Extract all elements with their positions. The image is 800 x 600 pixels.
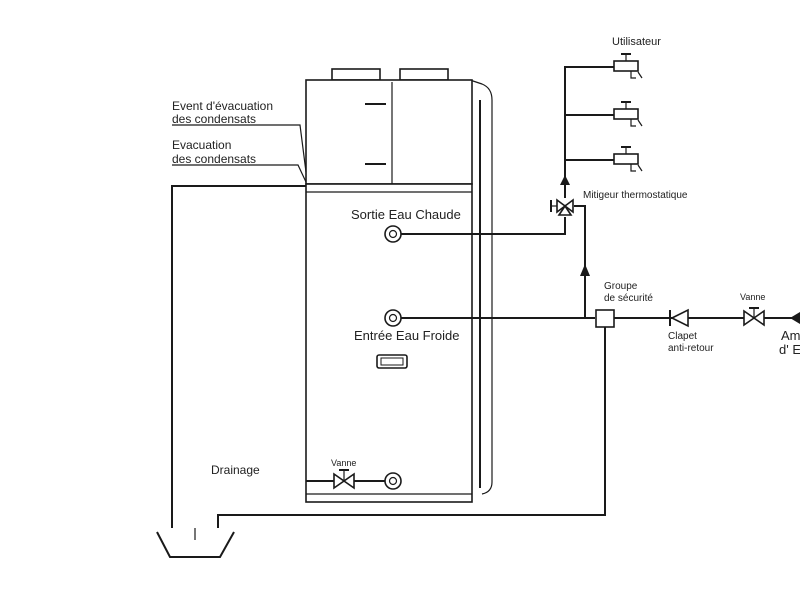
label-check-line1: Clapet: [668, 331, 697, 342]
label-inlet-valve: Vanne: [740, 292, 765, 302]
label-supply-line2: d' E: [779, 342, 800, 357]
label-supply-line1: Am: [781, 328, 800, 343]
label-event-line2: des condensats: [172, 112, 256, 126]
label-check-line2: anti-retour: [668, 343, 714, 354]
supply-arrow: [790, 312, 800, 324]
label-event-line1: Event d'évacuation: [172, 99, 273, 113]
tap-3: [613, 146, 643, 172]
label-cold-in: Entrée Eau Froide: [354, 328, 460, 343]
cold-inlet-fitting: [384, 309, 402, 327]
condensate-drain-pipe: [171, 185, 306, 528]
unit-rear-outline: [469, 79, 493, 495]
hot-outlet-fitting: [384, 225, 402, 243]
label-drain: Drainage: [211, 463, 260, 477]
mixer-cold-feed-pipe: [574, 205, 586, 318]
drain-fitting: [384, 472, 402, 490]
heat-pump-head: [305, 79, 473, 185]
safety-group-drain-pipe: [217, 327, 606, 528]
label-mixer: Mitigeur thermostatique: [583, 190, 688, 201]
inlet-valve: [743, 307, 765, 327]
condensate-leader-line-1: [172, 124, 307, 173]
water-heater-unit: [305, 68, 493, 503]
safety-group-valve: [595, 309, 615, 328]
hot-water-pipe: [401, 217, 566, 235]
tap-1: [613, 53, 643, 79]
drain-valve: [333, 469, 355, 490]
label-drain-valve: Vanne: [331, 458, 356, 468]
top-vent-left: [331, 68, 381, 81]
label-safety-line2: de sécurité: [604, 293, 653, 304]
label-safety-line1: Groupe: [604, 281, 638, 292]
user-riser-pipe: [564, 66, 614, 198]
thermostatic-mixer: [550, 198, 574, 216]
flow-arrow-up: [580, 264, 590, 276]
label-hot-out: Sortie Eau Chaude: [351, 207, 461, 222]
condensate-leader-line-2: [172, 164, 307, 183]
label-evac-line2: des condensats: [172, 152, 256, 166]
label-user: Utilisateur: [612, 36, 661, 48]
check-valve: [669, 308, 689, 328]
top-vent-right: [399, 68, 449, 81]
drain-funnel: [156, 531, 235, 558]
label-evac-line1: Evacuation: [172, 138, 231, 152]
tap-2: [613, 101, 643, 127]
